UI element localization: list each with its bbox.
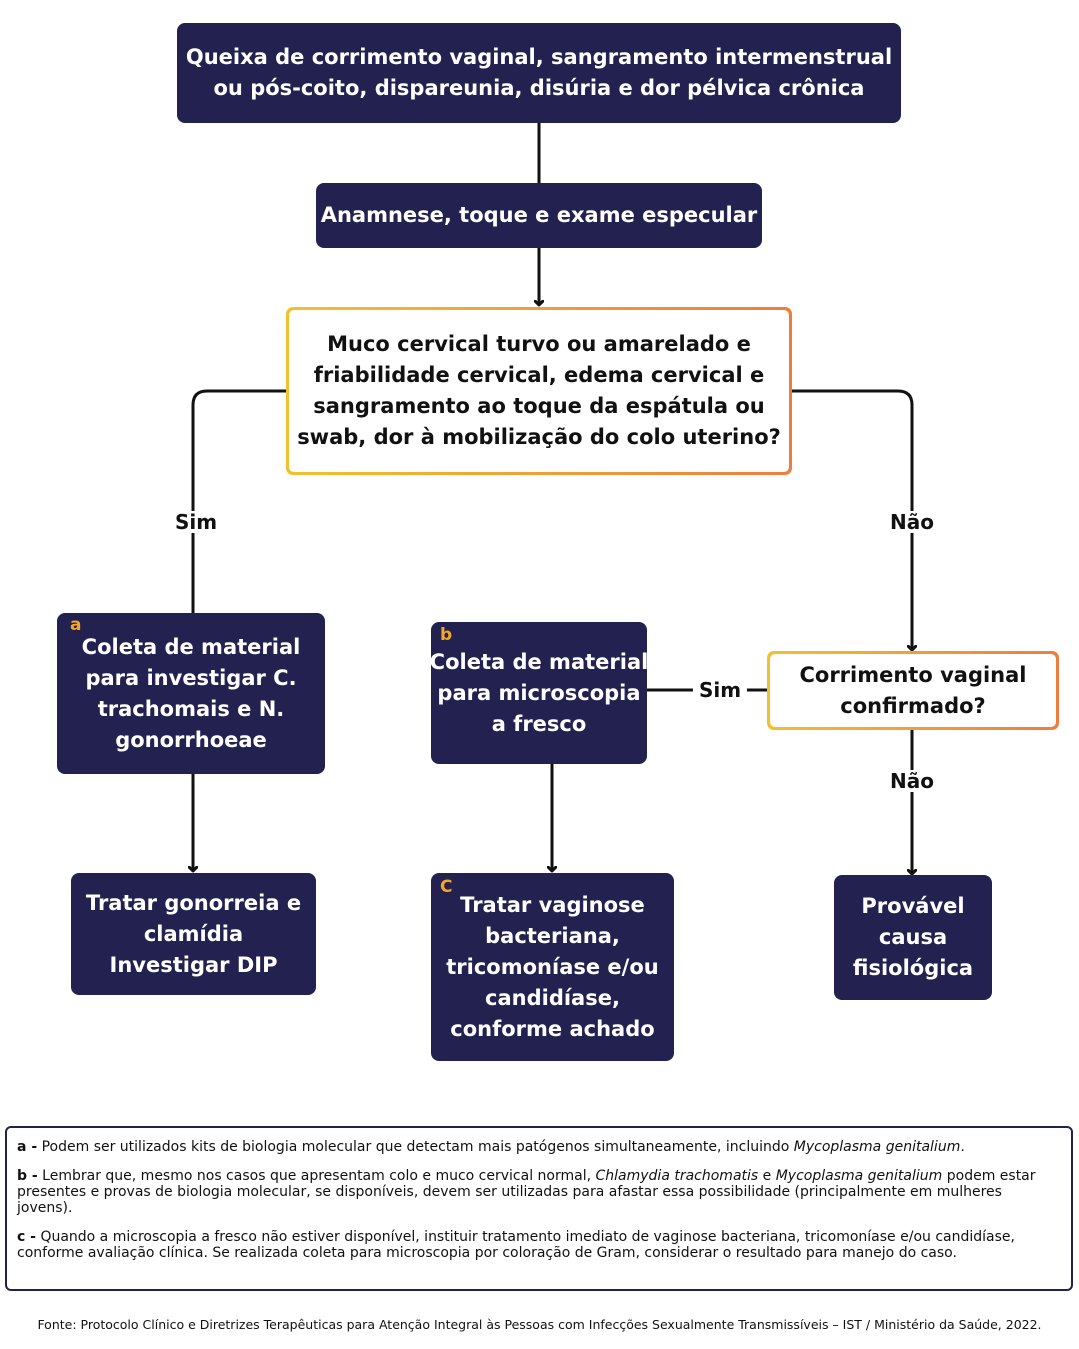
footnote-tag-b: b [440,625,453,645]
node-text-line: Tratar vaginose [460,892,645,917]
footnote-tag-a: a [70,615,82,635]
start-complaint-box: Queixa de corrimento vaginal, sangrament… [177,23,901,123]
edge-label-nao-bottom: Não [884,770,940,792]
edge-label-sim-mid: Sim [692,679,748,701]
node-text-line: Queixa de corrimento vaginal, sangrament… [185,45,893,69]
node-text-line: Investigar DIP [109,952,278,977]
node-text-line: causa [878,925,948,949]
footnote-text: Quando a microscopia a fresco não estive… [17,1229,1015,1261]
footnote-b: b - Lembrar que, mesmo nos casos que apr… [17,1168,1061,1216]
source-citation: Fonte: Protocolo Clínico e Diretrizes Te… [37,1317,1042,1332]
node-text-line: Provável [861,894,965,918]
treat-vaginosis-box: Tratar vaginose bacteriana, tricomoníase… [431,873,674,1061]
footnote-italic: Chlamydia trachomatis [595,1168,759,1184]
collect-ct-ng-box: Coleta de material para investigar C. tr… [57,613,325,774]
edge-label-sim-left: Sim [168,511,224,533]
footnote-text: e [758,1168,776,1184]
node-text-line: Tratar gonorreia e [85,890,302,915]
node-text-line: bacteriana, [485,923,620,948]
footnote-text: Podem ser utilizados kits de biologia mo… [41,1139,794,1155]
footnote-tag-c: C [440,877,453,897]
node-text-line: swab, dor à mobilização do colo uterino? [297,425,781,449]
connector-decision1-sim [191,389,288,613]
footnote-key: a - [17,1139,38,1155]
treat-gonorrhea-box: Tratar gonorreia e clamídia Investigar D… [71,873,316,995]
footnote-italic: Mycoplasma genitalium [793,1139,961,1155]
decision-discharge-confirmed: Corrimento vaginal confirmado? [767,651,1059,730]
node-text-line: confirmado? [840,693,986,718]
node-text-line: Coleta de material [81,634,301,659]
node-text-line: Muco cervical turvo ou amarelado e [327,332,751,356]
decision-cervical-signs: Muco cervical turvo ou amarelado e friab… [286,307,792,475]
footnote-key: b - [17,1168,38,1184]
node-text-line: conforme achado [450,1016,655,1041]
footnote-italic: Mycoplasma genitalium [775,1168,943,1184]
edge-label-nao-right: Não [884,511,940,533]
exam-box: Anamnese, toque e exame especular [316,183,762,248]
footnote-a: a - Podem ser utilizados kits de biologi… [17,1139,1061,1155]
connector-decision1-nao [790,389,912,650]
node-text-line: clamídia [143,921,244,946]
physiological-cause-box: Provável causa fisiológica [834,875,992,1000]
node-text-line: sangramento ao toque da espátula ou [313,394,765,418]
node-text-line: Corrimento vaginal [799,662,1027,687]
footnotes-panel: a - Podem ser utilizados kits de biologi… [5,1126,1073,1291]
node-text-line: trachomais e N. [97,696,285,721]
footnote-text: podem estar presentes e provas de biolog… [17,1168,1036,1216]
node-text-line: a fresco [491,711,587,736]
node-text-line: ou pós-coito, dispareunia, disúria e dor… [213,76,865,100]
footnote-key: c - [17,1229,36,1245]
node-text-line: candidíase, [485,985,620,1010]
footnote-text: . [960,1139,965,1155]
node-text-line: Anamnese, toque e exame especular [320,203,758,227]
node-text-line: friabilidade cervical, edema cervical e [313,363,765,387]
node-text-line: para investigar C. [85,665,297,690]
footnote-c: c - Quando a microscopia a fresco não es… [17,1229,1061,1261]
node-text-line: Coleta de material [429,649,649,674]
node-text-line: tricomoníase e/ou [446,954,659,979]
node-text-line: fisiológica [852,956,974,980]
collect-microscopy-box: Coleta de material para microscopia a fr… [429,622,649,764]
footnote-text: Lembrar que, mesmo nos casos que apresen… [42,1168,596,1184]
node-text-line: para microscopia [437,680,641,705]
node-text-line: gonorrhoeae [115,727,267,752]
